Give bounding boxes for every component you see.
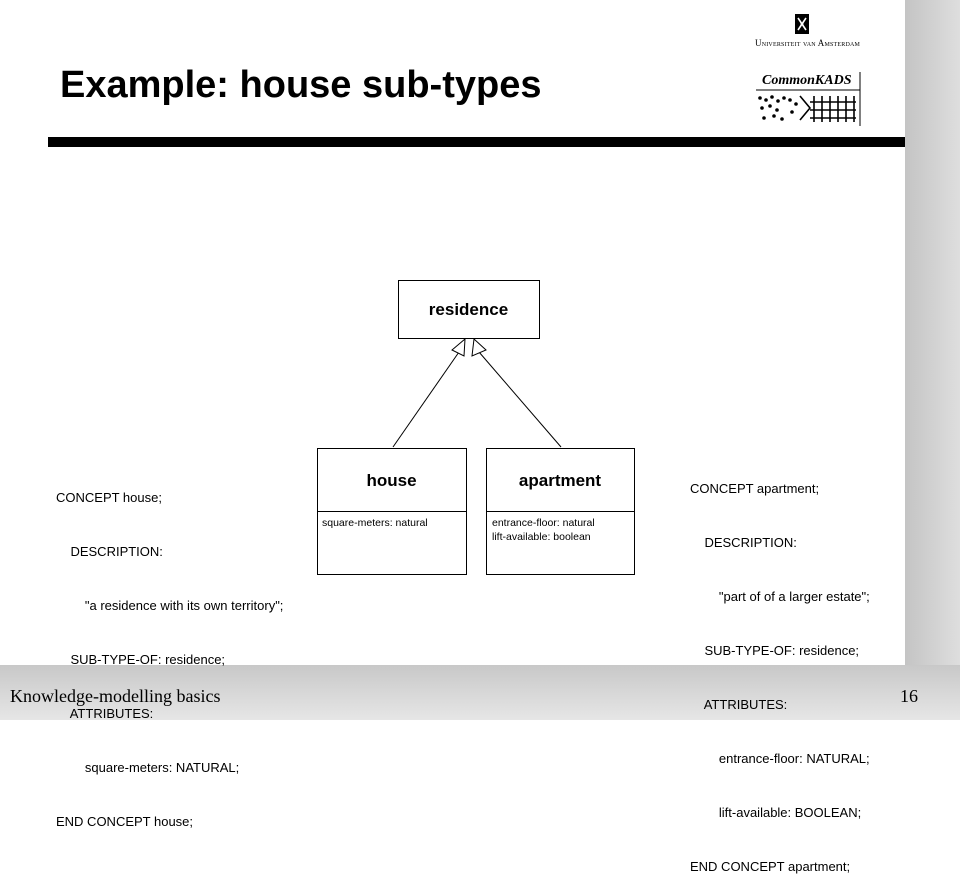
apartment-attribute: lift-available: boolean <box>492 531 591 543</box>
apartment-label: apartment <box>518 471 602 490</box>
code-line: lift-available: BOOLEAN; <box>690 805 862 820</box>
code-line: square-meters: NATURAL; <box>56 760 240 775</box>
page-number: 16 <box>900 686 918 706</box>
commonkads-logo-text: CommonKADS <box>762 73 852 88</box>
university-logo-text: Universiteit van Amsterdam <box>755 38 861 48</box>
house-label: house <box>366 471 417 490</box>
code-line: DESCRIPTION: <box>690 535 797 550</box>
commonkads-logo-icon <box>756 72 861 126</box>
apartment-generalization-line <box>478 351 562 448</box>
residence-label: residence <box>428 300 509 319</box>
house-attribute: square-meters: natural <box>322 517 428 529</box>
right-border-band <box>905 0 960 720</box>
apartment-concept-definition: CONCEPT apartment; DESCRIPTION: "part of… <box>690 444 870 894</box>
residence-box <box>398 280 540 339</box>
slide-title: Example: house sub-types <box>60 64 542 106</box>
code-line: "a residence with its own territory"; <box>56 598 284 613</box>
code-line: SUB-TYPE-OF: residence; <box>56 652 226 667</box>
university-crest-icon <box>795 14 809 34</box>
code-line: ATTRIBUTES: <box>56 706 154 721</box>
apartment-attribute: entrance-floor: natural <box>492 517 595 529</box>
code-line: SUB-TYPE-OF: residence; <box>690 643 860 658</box>
generalization-arrowhead-left <box>451 337 466 357</box>
code-line: DESCRIPTION: <box>56 544 163 559</box>
footer-course-title: Knowledge-modelling basics <box>10 686 221 706</box>
house-generalization-line <box>392 351 460 448</box>
code-line: ATTRIBUTES: <box>690 697 788 712</box>
code-line: CONCEPT apartment; <box>690 481 820 496</box>
code-line: CONCEPT house; <box>56 490 162 505</box>
code-line: entrance-floor: NATURAL; <box>690 751 870 766</box>
house-concept-definition: CONCEPT house; DESCRIPTION: "a residence… <box>56 453 283 849</box>
code-line: END CONCEPT house; <box>56 814 194 829</box>
title-divider <box>48 137 905 147</box>
footer-band <box>0 665 960 720</box>
generalization-arrowhead-right <box>471 337 487 357</box>
code-line: END CONCEPT apartment; <box>690 859 851 874</box>
code-line: "part of of a larger estate"; <box>690 589 870 604</box>
concept-hierarchy-diagram <box>317 280 635 575</box>
